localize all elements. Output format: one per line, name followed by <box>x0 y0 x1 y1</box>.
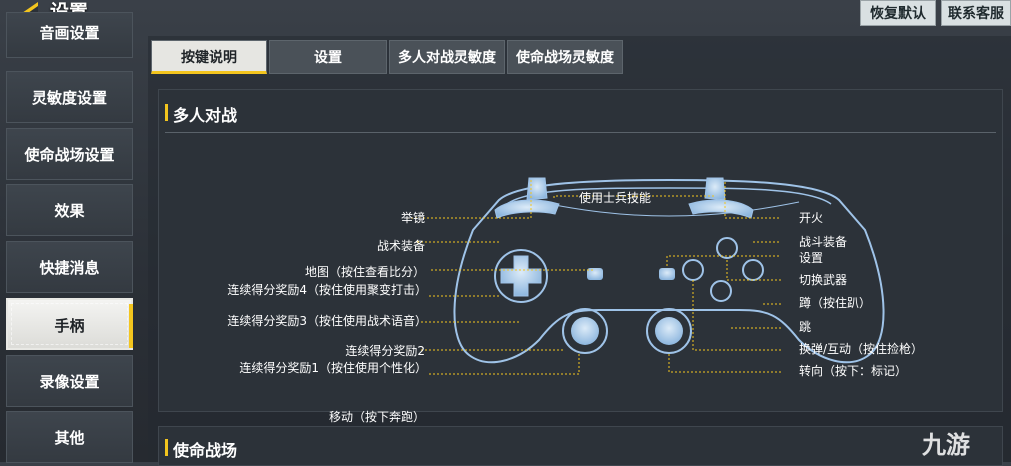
left-bumper <box>494 199 560 219</box>
left-thumbstick <box>571 317 599 345</box>
sidebar-item-battle-royale[interactable]: 使命战场设置 <box>6 128 133 180</box>
sidebar-item-sensitivity[interactable]: 灵敏度设置 <box>6 71 133 123</box>
label-switch-weapon: 切换武器 <box>799 273 848 287</box>
view-button <box>587 268 603 280</box>
callout-lines <box>407 180 781 375</box>
restore-default-button[interactable]: 恢复默认 <box>860 0 936 26</box>
tab-settings[interactable]: 设置 <box>269 40 387 74</box>
battle-royale-section: 使命战场 <box>158 426 1003 466</box>
label-operator-skill: 使用士兵技能 <box>579 191 652 205</box>
label-crouch: 蹲（按住趴） <box>799 296 872 310</box>
contact-support-button[interactable]: 联系客服 <box>941 0 1011 26</box>
sidebar-item-effects[interactable]: 效果 <box>6 184 133 236</box>
right-bumper <box>688 199 754 219</box>
main-panel: 按键说明 设置 多人对战灵敏度 使命战场灵敏度 多人对战 <box>148 36 1011 466</box>
label-streak4: 连续得分奖励4（按住使用聚变打击） <box>227 283 427 297</box>
right-trigger <box>704 177 726 201</box>
label-jump: 跳 <box>799 320 812 334</box>
section-title-battle-royale: 使命战场 <box>164 437 237 461</box>
left-stick-ring <box>494 249 548 303</box>
label-turn: 转向（按下：标记） <box>799 364 908 378</box>
tab-mp-sensitivity[interactable]: 多人对战灵敏度 <box>389 40 505 74</box>
dpad <box>500 255 542 297</box>
label-map: 地图（按住查看比分） <box>304 265 425 279</box>
sidebar-item-other[interactable]: 其他 <box>6 411 133 463</box>
top-bar: 设置 恢复默认 联系客服 <box>0 0 1011 26</box>
button-x <box>682 259 704 281</box>
sidebar-item-controller[interactable]: 手柄 <box>6 298 133 350</box>
button-b <box>742 259 764 281</box>
tab-button-guide[interactable]: 按键说明 <box>151 40 267 74</box>
sidebar-item-audio-video[interactable]: 音画设置 <box>6 12 133 58</box>
multiplayer-section: 多人对战 <box>158 89 1003 424</box>
tab-br-sensitivity[interactable]: 使命战场灵敏度 <box>507 40 623 74</box>
label-settings: 设置 <box>799 251 824 265</box>
section-title-multiplayer: 多人对战 <box>164 102 237 126</box>
left-thumbstick-ring <box>562 308 608 354</box>
sidebar-item-quick-messages[interactable]: 快捷消息 <box>6 241 133 293</box>
label-aim: 举镜 <box>400 211 425 225</box>
label-sprint: 移动（按下奔跑） <box>328 410 425 424</box>
label-streak1: 连续得分奖励1（按住使用个性化） <box>239 361 427 375</box>
menu-button <box>659 268 675 280</box>
controller-diagram <box>407 177 885 375</box>
right-thumbstick-ring <box>646 308 692 354</box>
label-tactical: 战术装备 <box>376 239 425 253</box>
left-trigger <box>526 177 548 201</box>
right-thumbstick <box>655 317 683 345</box>
button-a <box>710 280 732 302</box>
label-reload: 换弹/互动（按住捡枪） <box>799 342 924 356</box>
watermark: 九游 <box>922 431 970 459</box>
label-streak3: 连续得分奖励3（按住使用战术语音） <box>227 314 427 328</box>
section-divider <box>165 132 996 133</box>
sidebar-item-recording[interactable]: 录像设置 <box>6 355 133 407</box>
label-fire: 开火 <box>799 211 824 225</box>
button-y <box>716 237 738 259</box>
label-lethal: 战斗装备 <box>799 235 848 249</box>
label-streak2: 连续得分奖励2 <box>345 344 425 358</box>
